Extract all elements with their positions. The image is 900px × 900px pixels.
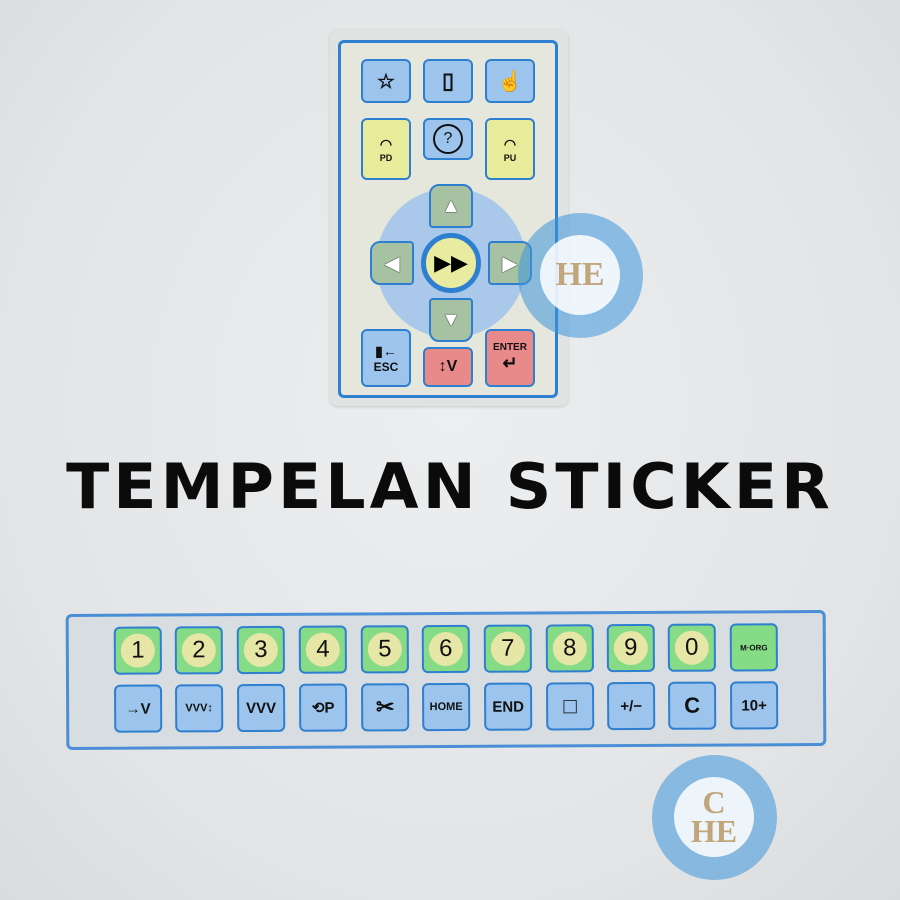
clear-icon: C <box>684 692 701 718</box>
page-icon: □ <box>563 693 577 719</box>
hand-pointer-icon: ☝ <box>497 70 523 93</box>
m-org-key: M·ORG <box>729 623 778 672</box>
multi-needle-icon: VVV <box>246 699 277 717</box>
exit-door-icon: ▮← <box>375 342 397 359</box>
digit-label: 8 <box>552 631 587 666</box>
watermark-gear-icon: C HE <box>652 755 777 880</box>
digit-label: 6 <box>428 631 463 667</box>
digit-key-0: 0 <box>667 623 716 672</box>
plus-minus-key: +/− <box>607 681 656 731</box>
needle-feed-icon: →V <box>125 700 151 718</box>
end-key: END <box>484 682 533 731</box>
watermark-logo: HE <box>540 235 620 315</box>
digit-key-7: 7 <box>483 624 532 673</box>
page-title: TEMPELAN STICKER <box>66 450 834 523</box>
digit-key-6: 6 <box>421 624 470 674</box>
scissors-icon: ✂ <box>375 694 395 720</box>
digit-key-8: 8 <box>545 624 594 673</box>
needle-feed-key: →V <box>114 684 163 733</box>
enter-arrow-icon: ↵ <box>502 353 518 373</box>
digit-key-1: 1 <box>113 626 162 675</box>
plus-minus-icon: +/− <box>620 697 643 715</box>
enter-label: ENTER <box>493 342 527 353</box>
watermark-letter: C <box>702 784 726 821</box>
save-key: ▯ <box>423 59 473 103</box>
clear-key: C <box>668 681 717 730</box>
digit-label: 4 <box>305 632 340 667</box>
help-key: ? <box>423 118 473 160</box>
pattern-select-icon: ☆ <box>377 70 395 93</box>
digit-label: 7 <box>490 631 525 666</box>
home-key: HOME <box>422 682 471 732</box>
ten-plus-key: 10+ <box>730 681 779 730</box>
digit-label: 5 <box>367 632 402 667</box>
multi-needle-key: VVV <box>237 683 286 733</box>
pd-key: ◠ PD <box>361 118 411 180</box>
digit-label: 1 <box>120 633 155 668</box>
m-org-label: M·ORG <box>740 642 768 652</box>
gauge-icon: ◠ <box>379 135 393 152</box>
enter-key: ENTER ↵ <box>485 329 535 387</box>
scissors-key: ✂ <box>361 683 410 732</box>
digit-label: 3 <box>243 632 278 668</box>
direction-pad: ▲ ◀ ▶ ▼ ▶▶ <box>370 184 532 342</box>
esc-label: ESC <box>373 359 399 374</box>
pattern-select-key: ☆ <box>361 59 411 103</box>
needle-up-down-icon: ↕V <box>438 358 458 375</box>
end-icon: END <box>492 698 525 716</box>
needle-key: ↕V <box>423 347 473 387</box>
fast-forward-icon: ▶▶ <box>421 233 481 293</box>
page-key: □ <box>546 682 595 731</box>
multi-needle-up-down-key: VVV↕ <box>175 684 224 733</box>
pu-key: ◠ PU <box>485 118 535 180</box>
gauge-icon: ◠ <box>503 135 517 152</box>
down-arrow-icon: ▼ <box>429 298 473 342</box>
help-icon: ? <box>433 124 463 154</box>
hand-key: ☝ <box>485 59 535 103</box>
home-icon: HOME <box>429 700 463 714</box>
left-arrow-icon: ◀ <box>370 241 414 285</box>
floppy-save-icon: ▯ <box>441 68 455 93</box>
digit-key-5: 5 <box>360 625 409 674</box>
digit-key-9: 9 <box>606 623 655 673</box>
watermark-gear-icon: HE <box>518 213 643 338</box>
watermark-logo: C HE <box>674 777 754 857</box>
ten-plus-icon: 10+ <box>741 696 767 714</box>
esc-key: ▮← ESC <box>361 329 411 387</box>
digit-key-2: 2 <box>174 626 223 675</box>
keypad-sticker-panel: ☆ ▯ ☝ ◠ PD ? ◠ PU ▲ ◀ ▶ ▼ ▶▶ ▮← ESC ↕V E… <box>330 30 568 406</box>
digit-key-4: 4 <box>298 625 347 674</box>
digit-label: 9 <box>613 630 648 666</box>
digit-label: 2 <box>181 633 216 668</box>
up-arrow-icon: ▲ <box>429 184 473 228</box>
panel-border: ☆ ▯ ☝ ◠ PD ? ◠ PU ▲ ◀ ▶ ▼ ▶▶ ▮← ESC ↕V E… <box>338 40 558 398</box>
rotate-pattern-key: ⟲P <box>299 683 348 732</box>
multi-needle-up-down-icon: VVV↕ <box>185 702 213 715</box>
watermark-letters: HE <box>690 813 738 849</box>
digit-label: 0 <box>674 630 709 665</box>
rotate-pattern-icon: ⟲P <box>311 699 335 717</box>
pu-label: PU <box>503 152 517 163</box>
digit-key-3: 3 <box>236 625 285 675</box>
pd-label: PD <box>379 152 393 163</box>
